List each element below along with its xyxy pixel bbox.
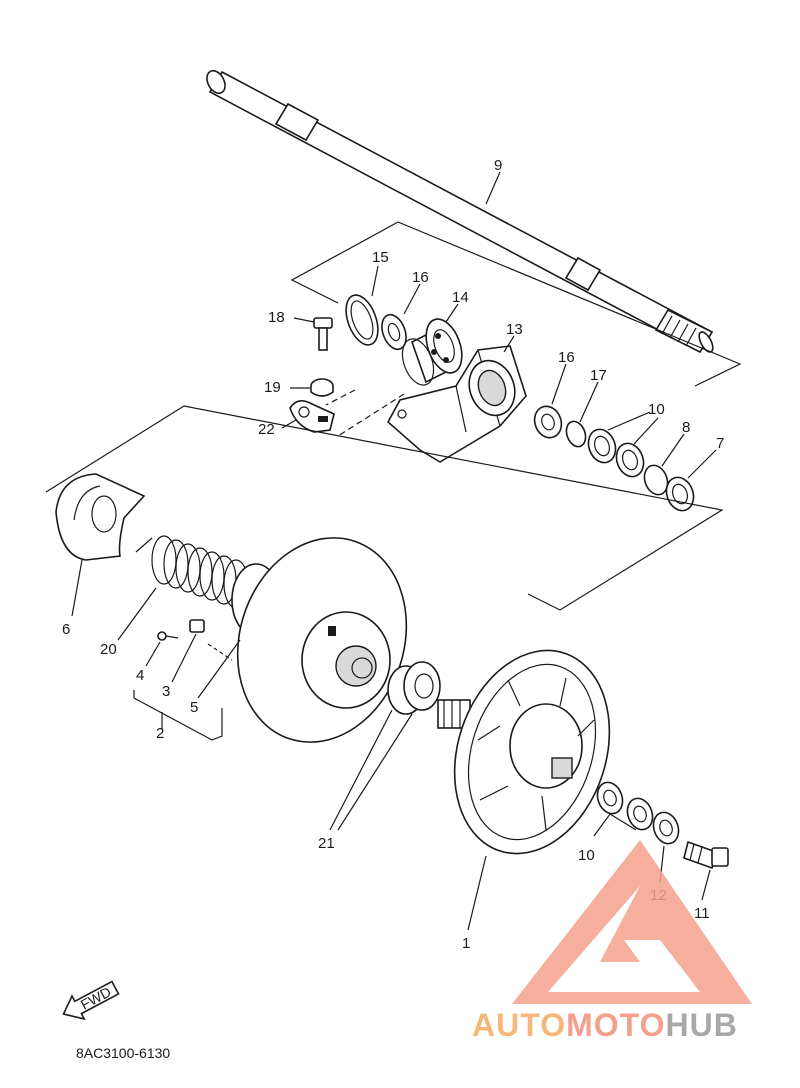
callout-22: 22 [258, 421, 275, 438]
washer-10-b [615, 442, 645, 478]
drawing-code: 8AC3100-6130 [76, 1045, 170, 1061]
clamp-22 [289, 400, 335, 433]
callout-4: 4 [136, 667, 144, 684]
callout-21: 21 [318, 835, 335, 852]
movable-sheave-2 [231, 537, 408, 743]
callout-14: 14 [452, 289, 469, 306]
bearing-14 [401, 318, 463, 386]
callout-2: 2 [156, 725, 164, 742]
callout-6: 6 [62, 621, 70, 638]
drive-shaft [206, 69, 714, 354]
leader-lines [71, 171, 717, 931]
washer-10-a [587, 428, 617, 464]
callout-16-upper: 16 [412, 269, 429, 286]
nut-19 [310, 378, 334, 397]
callout-10-upper: 10 [648, 401, 665, 418]
callout-8: 8 [682, 419, 690, 436]
washer-12 [652, 811, 680, 845]
washer-10-c [596, 781, 624, 815]
circlip-17 [565, 420, 587, 448]
callout-17: 17 [590, 367, 607, 384]
callout-1: 1 [462, 935, 470, 952]
callout-19: 19 [264, 379, 281, 396]
callout-9: 9 [494, 157, 502, 174]
screw-4 [157, 631, 179, 641]
lower-frame [45, 405, 724, 611]
callout-10-lower: 10 [578, 847, 595, 864]
fwd-arrow-icon: FWD [62, 980, 120, 1021]
callout-18: 18 [268, 309, 285, 326]
callout-13: 13 [506, 321, 523, 338]
fixed-sheave-1 [437, 649, 611, 855]
upper-frame [290, 221, 742, 387]
automotohub-logo [512, 840, 752, 1004]
fwd-label: FWD [78, 984, 114, 1013]
bolt-11 [683, 840, 729, 870]
watermark-auto: AUTOMOTOHUB [472, 1007, 738, 1043]
bolt-18 [313, 317, 333, 351]
washer-10-d [626, 797, 654, 831]
callout-20: 20 [100, 641, 117, 658]
callout-16-lower: 16 [558, 349, 575, 366]
callout-7: 7 [716, 435, 724, 452]
callout-3: 3 [162, 683, 170, 700]
circlip-8 [643, 464, 669, 496]
washer-7 [665, 476, 695, 512]
bearing-housing-13 [386, 345, 527, 463]
callout-11: 11 [694, 905, 710, 922]
bushing-21 [387, 661, 441, 715]
spring-cam-6 [55, 473, 146, 561]
callout-5: 5 [190, 699, 198, 716]
slider-3 [189, 619, 205, 633]
washer-16-upper [381, 313, 407, 351]
spring-20 [135, 535, 249, 609]
callout-15: 15 [372, 249, 389, 266]
washer-16-lower [533, 405, 563, 439]
circlip-15 [345, 294, 379, 346]
